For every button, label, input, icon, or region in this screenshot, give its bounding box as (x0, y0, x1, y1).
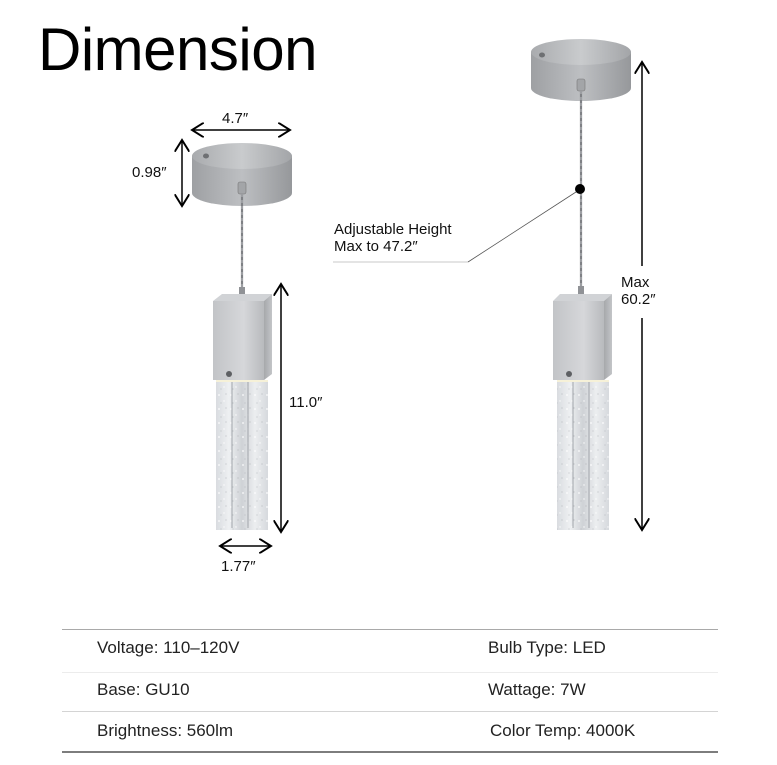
table-rule (62, 711, 718, 712)
left-fixture (182, 130, 292, 546)
spec-row: Base: GU10 Wattage: 7W (62, 672, 718, 712)
height-adjuster-dot (575, 184, 585, 194)
table-rule-bottom (62, 751, 718, 753)
spec-row: Brightness: 560lm Color Temp: 4000K (62, 713, 718, 753)
adjustable-height-callout: Adjustable Height Max to 47.2″ (334, 221, 452, 255)
table-rule-top (62, 629, 718, 630)
body-height-label: 11.0″ (289, 394, 323, 411)
spec-base: Base: GU10 (97, 680, 190, 699)
canopy-width-label: 4.7″ (222, 110, 249, 127)
page-title: Dimension (38, 16, 317, 83)
body-width-label: 1.77″ (221, 558, 256, 575)
max-label-line-1: Max (621, 274, 650, 291)
spec-brightness: Brightness: 560lm (97, 721, 234, 740)
callout-line-2: Max to 47.2″ (334, 237, 418, 255)
spec-color-temp: Color Temp: 4000K (490, 721, 636, 740)
table-rule (62, 672, 718, 673)
max-height-label: Max 60.2″ (621, 274, 656, 308)
spec-row: Voltage: 110–120V Bulb Type: LED (62, 630, 718, 670)
right-fixture (333, 39, 642, 530)
spec-wattage: Wattage: 7W (488, 680, 586, 699)
max-label-line-2: 60.2″ (621, 290, 656, 308)
spec-bulb-type: Bulb Type: LED (488, 638, 606, 657)
callout-line-1: Adjustable Height (334, 221, 452, 238)
canopy-height-label: 0.98″ (132, 164, 167, 181)
spec-voltage: Voltage: 110–120V (97, 638, 240, 657)
